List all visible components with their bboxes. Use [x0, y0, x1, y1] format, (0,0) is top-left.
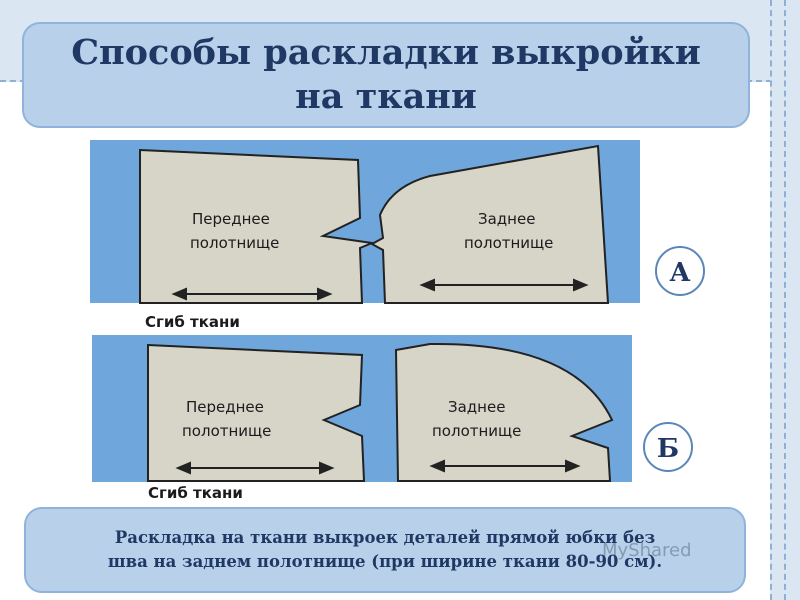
fold-label-b: Сгиб ткани: [148, 484, 243, 502]
notebook-frame-right: [770, 0, 800, 600]
back-piece-a: [369, 144, 610, 304]
badge-b-label: Б: [657, 434, 679, 464]
grain-arrow-back-a: [419, 278, 589, 292]
title-box: Способы раскладки выкройки на ткани: [22, 22, 750, 128]
panel-b: Переднее полотнище Заднее полотнище Сгиб…: [92, 335, 693, 502]
page-title: Способы раскладки выкройки на ткани: [71, 32, 701, 117]
caption-text: Раскладка на ткани выкроек деталей прямо…: [107, 528, 663, 571]
grain-arrow-front-a: [171, 287, 333, 301]
watermark: MyShared: [602, 540, 692, 561]
badge-a-label: А: [669, 258, 690, 288]
back-label-b: Заднее полотнище: [432, 398, 521, 440]
grain-arrow-back-b: [429, 459, 581, 473]
grain-arrow-front-b: [175, 461, 335, 475]
back-piece-b: [394, 342, 614, 482]
front-label-b: Переднее полотнище: [182, 398, 271, 440]
front-piece-b: [147, 343, 366, 482]
front-label-a: Переднее полотнище: [190, 210, 279, 252]
back-label-a: Заднее полотнище: [464, 210, 553, 252]
badge-b: [643, 422, 693, 472]
caption-box: Раскладка на ткани выкроек деталей прямо…: [24, 507, 746, 593]
fold-label-a: Сгиб ткани: [145, 313, 240, 331]
panel-a: Переднее полотнище Заднее полотнище Сгиб…: [90, 140, 705, 331]
badge-a: [655, 246, 705, 296]
